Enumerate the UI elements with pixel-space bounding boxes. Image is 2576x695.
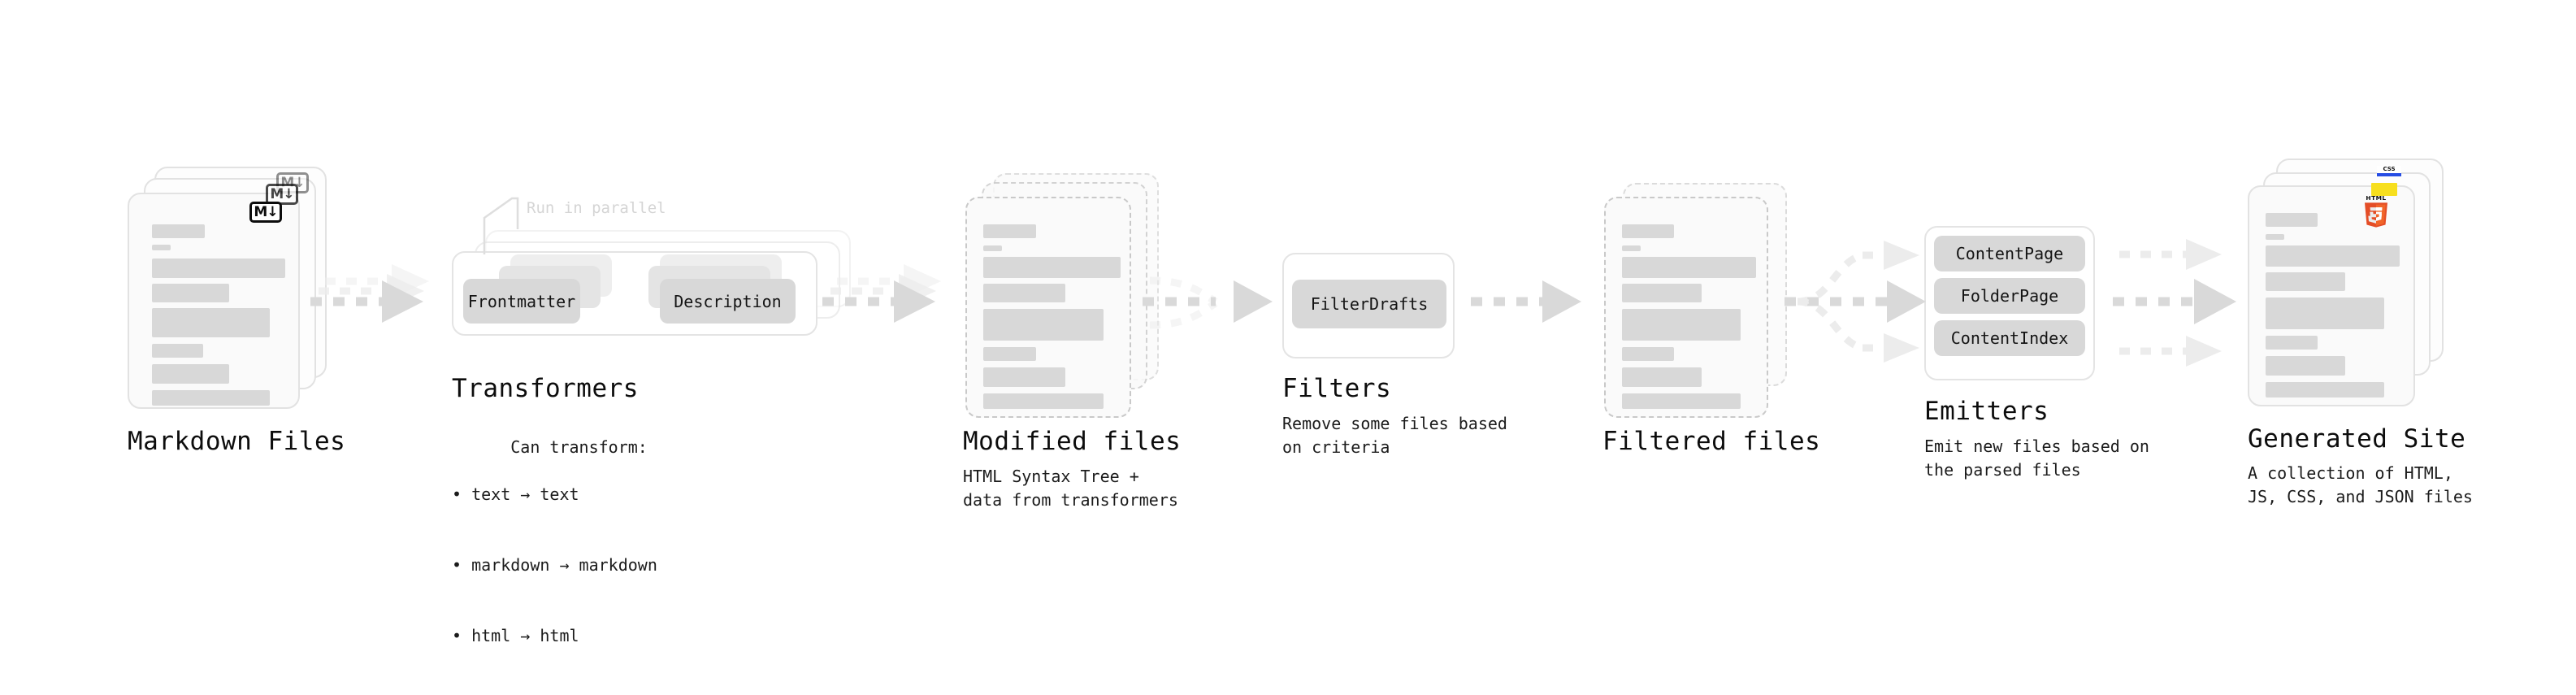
doc-bar xyxy=(2266,245,2400,267)
doc-bar xyxy=(152,364,229,384)
doc-bar xyxy=(152,344,203,358)
doc-bar xyxy=(983,245,1002,251)
doc-bar xyxy=(983,257,1121,278)
doc-bar xyxy=(1622,309,1741,341)
doc-bar xyxy=(2266,213,2318,227)
doc-bar xyxy=(2266,298,2384,329)
arrow-filtered-to-emitters xyxy=(1785,241,1926,363)
svg-text:HTML: HTML xyxy=(2366,194,2386,202)
stage-title-filtered-files: Filtered files xyxy=(1602,427,1821,456)
doc-bar xyxy=(1622,224,1674,238)
transformer-chip-description-label: Description xyxy=(674,291,782,311)
stage-title-filters: Filters xyxy=(1282,374,1392,403)
doc-bar xyxy=(1622,367,1702,387)
doc-bar xyxy=(1622,257,1756,278)
transformers-bullet-2: • markdown → markdown xyxy=(452,555,657,575)
doc-bar xyxy=(983,347,1036,361)
stage-title-emitters: Emitters xyxy=(1924,397,2049,426)
doc-bar xyxy=(2266,234,2284,240)
transformer-chip-description[interactable]: Description xyxy=(660,279,796,324)
markdown-logo-icon: M↓ xyxy=(249,202,282,223)
doc-bar xyxy=(152,390,270,406)
transformers-bullet-1: • text → text xyxy=(452,484,579,504)
stage-title-markdown-files: Markdown Files xyxy=(128,427,346,456)
emitter-chip-contentpage[interactable]: ContentPage xyxy=(1934,236,2085,271)
markdown-logo-text: M↓ xyxy=(254,203,278,220)
transformers-bullet-3: • html → html xyxy=(452,626,579,645)
js-logo-icon xyxy=(2371,183,2397,196)
pipeline-diagram: M↓ M↓ M↓ Markdown Files Frontmatter Desc… xyxy=(128,159,2473,645)
doc-bar xyxy=(2266,336,2318,350)
stage-desc-transformers: Can transform: • text → text • markdown … xyxy=(452,412,657,695)
markdown-logo-text: M↓ xyxy=(270,185,294,202)
doc-bar xyxy=(152,245,171,250)
doc-bar xyxy=(1622,245,1641,251)
doc-bar xyxy=(983,367,1065,387)
stage-desc-modified-files: HTML Syntax Tree + data from transformer… xyxy=(963,467,1178,510)
modified-file-card-front xyxy=(965,197,1131,418)
stage-desc-emitters: Emit new files based on the parsed files xyxy=(1924,437,2149,480)
doc-bar xyxy=(2266,272,2345,291)
arrow-filters-to-filtered xyxy=(1471,280,1581,323)
emitter-chip-contentpage-label: ContentPage xyxy=(1955,244,2064,263)
doc-bar xyxy=(2266,382,2384,397)
html5-logo-icon: HTML xyxy=(2361,193,2391,228)
stage-title-generated-site: Generated Site xyxy=(2248,424,2466,454)
doc-bar xyxy=(983,309,1104,341)
transformer-chip-frontmatter[interactable]: Frontmatter xyxy=(463,279,580,324)
emitter-chip-contentindex[interactable]: ContentIndex xyxy=(1934,320,2085,356)
filter-chip-filterdrafts-label: FilterDrafts xyxy=(1310,294,1429,314)
generated-file-card-front xyxy=(2248,185,2415,406)
run-in-parallel-label: Run in parallel xyxy=(527,199,666,217)
doc-bar xyxy=(983,393,1104,409)
doc-bar xyxy=(152,258,285,278)
stage-title-modified-files: Modified files xyxy=(963,427,1182,456)
transformers-desc-intro: Can transform: xyxy=(510,437,648,457)
doc-bar xyxy=(1622,393,1741,409)
transformer-chip-frontmatter-label: Frontmatter xyxy=(467,291,576,311)
filter-chip-filterdrafts[interactable]: FilterDrafts xyxy=(1292,280,1446,328)
stage-title-transformers: Transformers xyxy=(452,374,639,403)
stage-desc-generated-site: A collection of HTML, JS, CSS, and JSON … xyxy=(2248,463,2473,506)
doc-bar xyxy=(152,308,270,337)
arrow-modified-to-filters xyxy=(1143,276,1273,329)
doc-bar xyxy=(1622,284,1702,302)
doc-bar xyxy=(2266,356,2345,376)
filtered-file-card-front xyxy=(1604,197,1768,418)
emitter-chip-contentindex-label: ContentIndex xyxy=(1950,328,2069,348)
css3-logo-icon: CSS xyxy=(2377,166,2401,176)
markdown-file-card-front xyxy=(128,193,300,409)
emitter-chip-folderpage[interactable]: FolderPage xyxy=(1934,278,2085,314)
stage-desc-filters: Remove some files based on criteria xyxy=(1282,414,1507,457)
doc-bar xyxy=(983,224,1036,238)
emitter-chip-folderpage-label: FolderPage xyxy=(1960,286,2059,306)
doc-bar xyxy=(152,224,205,238)
arrow-markdown-to-transformers xyxy=(310,264,429,323)
doc-bar xyxy=(1622,347,1674,361)
doc-bar xyxy=(983,284,1065,302)
doc-bar xyxy=(152,284,229,302)
arrow-emitters-to-site xyxy=(2113,239,2236,367)
markdown-logo-icon-mid: M↓ xyxy=(266,184,298,205)
